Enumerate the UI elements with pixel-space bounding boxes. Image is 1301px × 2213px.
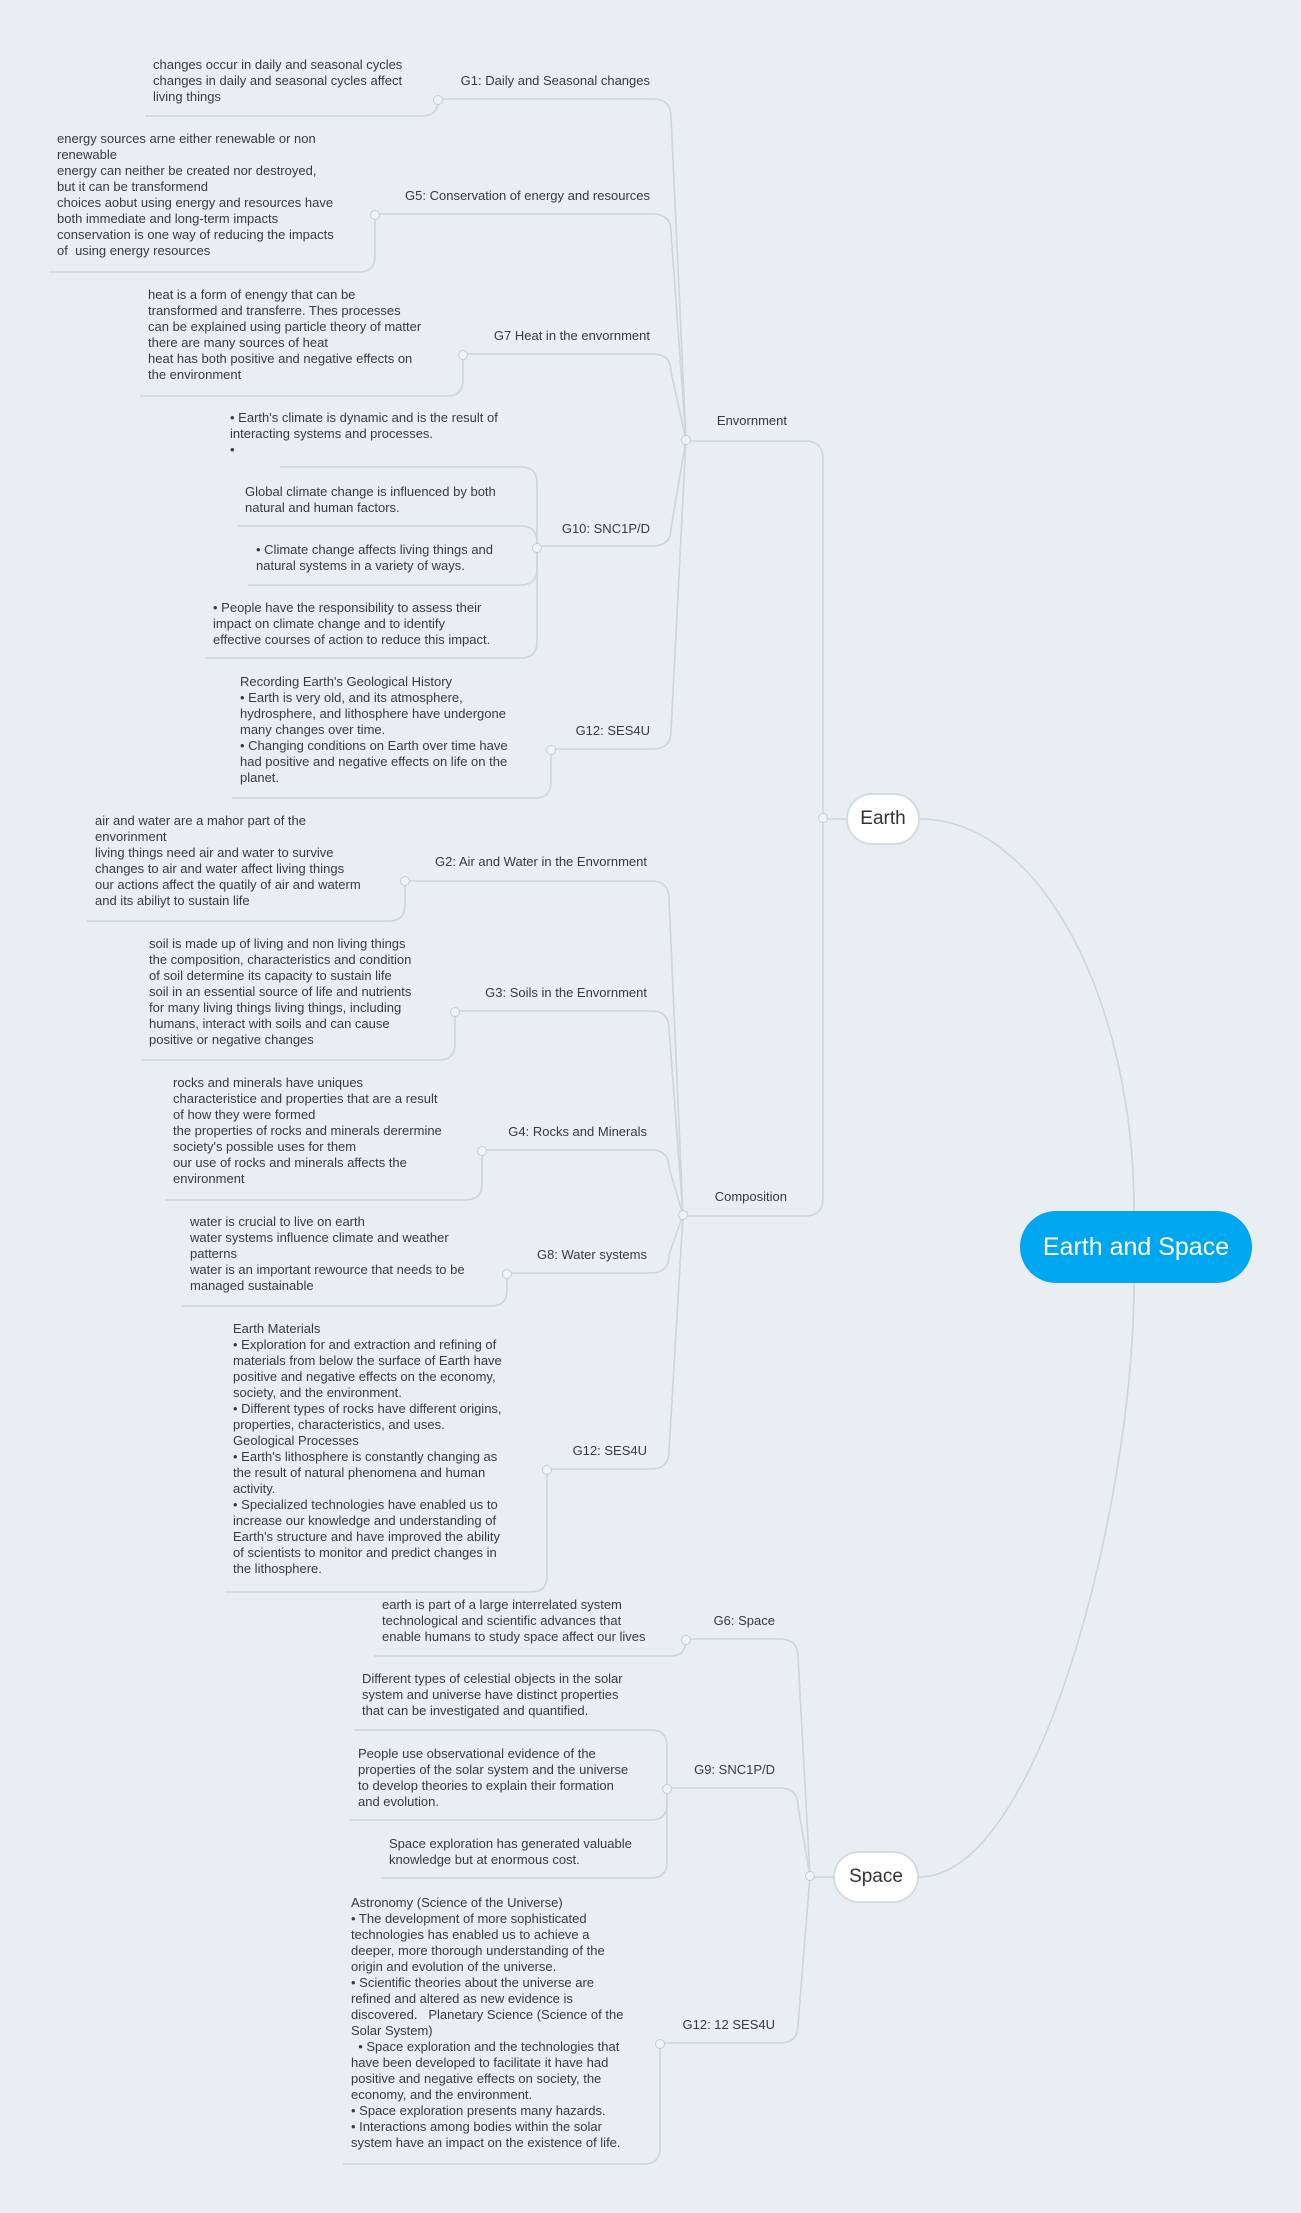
grade-g9-snc1pd[interactable]: G9: SNC1P/D (694, 1762, 775, 1777)
link-space-g9 (667, 1787, 811, 1877)
grade-g3-soils[interactable]: G3: Soils in the Envornment (485, 985, 647, 1000)
collapse-knob-g6[interactable] (681, 1635, 691, 1645)
link-g8-note (182, 1274, 508, 1307)
note-g3: soil is made up of living and non living… (149, 936, 412, 1047)
collapse-knob-g7[interactable] (458, 350, 468, 360)
note-g1: changes occur in daily and seasonal cycl… (153, 57, 403, 104)
collapse-knob-g12-environment[interactable] (546, 745, 556, 755)
grade-g12-ses4u-composition[interactable]: G12: SES4U (572, 1443, 647, 1458)
collapse-knob-g12-composition[interactable] (542, 1465, 552, 1475)
note-g10-item-4: • People have the responsibility to asse… (213, 600, 491, 647)
link-g3-note (141, 1012, 456, 1061)
collapse-knob-g9[interactable] (662, 1784, 672, 1794)
link-g10-item-4 (205, 548, 538, 659)
root-node-earth-and-space[interactable]: Earth and Space (1020, 1211, 1252, 1283)
grade-g12-ses4u-space[interactable]: G12: 12 SES4U (682, 2017, 776, 2032)
grade-g8-water-systems[interactable]: G8: Water systems (536, 1247, 647, 1262)
note-g12-space: Astronomy (Science of the Universe) • Th… (351, 1895, 624, 2150)
collapse-knob-g12-space[interactable] (655, 2039, 665, 2049)
collapse-knob-earth[interactable] (818, 813, 828, 823)
collapse-knob-g1[interactable] (433, 95, 443, 105)
link-env-g12 (550, 439, 687, 750)
link-g12-comp-note (225, 1470, 548, 1593)
note-g12-composition: Earth Materials • Exploration for and ex… (233, 1321, 502, 1576)
topic-composition[interactable]: Composition (714, 1189, 787, 1204)
link-earth-envornment (687, 440, 824, 818)
link-g12-space-note (343, 2044, 661, 2165)
link-g2-note (87, 881, 406, 922)
note-g10-item-2: Global climate change is influenced by b… (245, 484, 496, 515)
grade-g12-ses4u-environment[interactable]: G12: SES4U (575, 723, 650, 738)
grade-g1-daily-seasonal[interactable]: G1: Daily and Seasonal changes (460, 73, 650, 88)
link-env-g5 (375, 213, 687, 441)
note-g7: heat is a form of enengy that can be tra… (148, 287, 422, 382)
collapse-knob-g2[interactable] (400, 876, 410, 886)
link-g9-item-3 (381, 1789, 668, 1879)
link-g7-note (140, 355, 464, 397)
branch-node-earth[interactable]: Earth (846, 793, 920, 845)
note-g12-environment: Recording Earth's Geological History • E… (240, 674, 508, 785)
grade-g2-air-water[interactable]: G2: Air and Water in the Envornment (435, 854, 647, 869)
grade-g4-rocks-minerals[interactable]: G4: Rocks and Minerals (508, 1124, 647, 1139)
note-g10-item-1: • Earth's climate is dynamic and is the … (230, 410, 498, 457)
grade-g5-conservation[interactable]: G5: Conservation of energy and resources (405, 188, 650, 203)
collapse-knob-g8[interactable] (502, 1269, 512, 1279)
link-comp-g3 (455, 1010, 684, 1216)
note-g8: water is crucial to live on earth water … (190, 1214, 465, 1293)
collapse-knob-space[interactable] (805, 1871, 815, 1881)
grade-g7-heat[interactable]: G7 Heat in the envornment (493, 328, 650, 343)
grade-g10-snc1pd[interactable]: G10: SNC1P/D (561, 521, 650, 536)
topic-envornment[interactable]: Envornment (716, 413, 787, 428)
collapse-knob-envornment[interactable] (681, 435, 691, 445)
link-comp-g8 (507, 1214, 684, 1274)
note-g10-item-3: • Climate change affects living things a… (256, 542, 494, 573)
link-env-g1 (439, 98, 687, 441)
note-g9-item-3: Space exploration has generated valuable… (389, 1836, 632, 1867)
link-root-earth (919, 818, 1135, 1212)
note-g4: rocks and minerals have uniques characte… (173, 1075, 442, 1186)
note-g5: energy sources arne either renewable or … (57, 131, 334, 258)
branch-node-space[interactable]: Space (833, 1851, 919, 1903)
note-g9-item-2: People use observational evidence of the… (358, 1746, 629, 1809)
link-env-g10 (537, 439, 687, 547)
collapse-knob-g5[interactable] (370, 210, 380, 220)
link-env-g7 (463, 353, 687, 441)
link-g9-item-1 (354, 1729, 668, 1789)
link-comp-g2 (404, 880, 684, 1216)
link-comp-g4 (482, 1149, 684, 1216)
note-g2: air and water are a mahor part of the en… (95, 813, 361, 908)
note-g9-item-1: Different types of celestial objects in … (362, 1671, 623, 1718)
collapse-knob-g10[interactable] (532, 543, 542, 553)
link-root-space (918, 1282, 1135, 1878)
collapse-knob-g4[interactable] (477, 1146, 487, 1156)
link-comp-g12 (547, 1214, 684, 1470)
link-g10-item-2 (238, 525, 538, 548)
collapse-knob-g3[interactable] (450, 1007, 460, 1017)
collapse-knob-composition[interactable] (678, 1210, 688, 1220)
link-g10-item-1 (280, 466, 538, 548)
link-g4-note (165, 1151, 483, 1201)
link-g12-env-note (232, 750, 552, 799)
link-earth-composition (683, 818, 824, 1217)
note-g6: earth is part of a large interrelated sy… (382, 1597, 646, 1644)
grade-g6-space[interactable]: G6: Space (713, 1613, 775, 1628)
link-space-g6 (686, 1638, 811, 1877)
link-g5-note (49, 215, 376, 273)
link-space-g12 (660, 1875, 811, 2044)
